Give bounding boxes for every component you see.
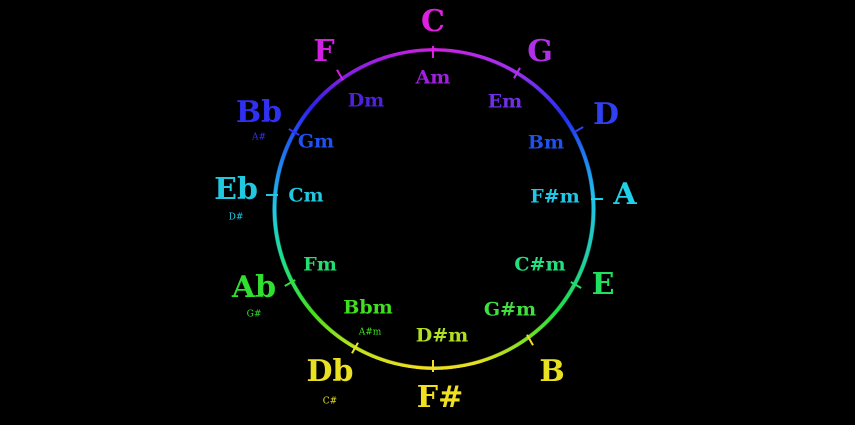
circle-ring <box>272 48 596 370</box>
major-key-label: E <box>591 267 615 302</box>
minor-key-label: Am <box>415 66 451 89</box>
major-key-label: C <box>421 4 445 39</box>
minor-key-label: C#m <box>514 253 566 276</box>
major-key-label: F# <box>416 380 464 415</box>
minor-key-label: D#m <box>415 324 469 347</box>
minor-key-label: Em <box>487 90 523 113</box>
minor-key-label: G#m <box>483 298 537 321</box>
major-key-label: Db <box>306 354 354 389</box>
key-tick <box>591 198 603 200</box>
enharmonic-label: A#m <box>358 327 382 338</box>
major-key-label: F <box>313 34 335 69</box>
minor-key-label: Cm <box>288 184 324 207</box>
minor-key-label: F#m <box>530 185 580 208</box>
minor-key-label: Fm <box>303 253 337 276</box>
major-key-label: Bb <box>235 95 283 130</box>
key-tick <box>432 46 434 58</box>
major-key-label: G <box>527 34 553 69</box>
major-key-label: B <box>539 354 565 389</box>
enharmonic-label: D# <box>228 212 244 223</box>
minor-key-label: Bm <box>527 131 565 154</box>
enharmonic-label: A# <box>251 132 267 143</box>
major-key-label: Ab <box>231 270 277 305</box>
minor-key-label: Gm <box>297 130 335 153</box>
major-key-label: D <box>592 97 620 132</box>
major-key-label: A <box>613 177 637 212</box>
minor-key-label: Bbm <box>343 296 393 319</box>
minor-key-label: Dm <box>347 89 385 112</box>
enharmonic-label: C# <box>322 396 338 407</box>
key-tick <box>266 194 278 196</box>
enharmonic-label: G# <box>246 309 262 320</box>
key-tick <box>432 360 434 372</box>
major-key-label: Eb <box>214 172 258 207</box>
